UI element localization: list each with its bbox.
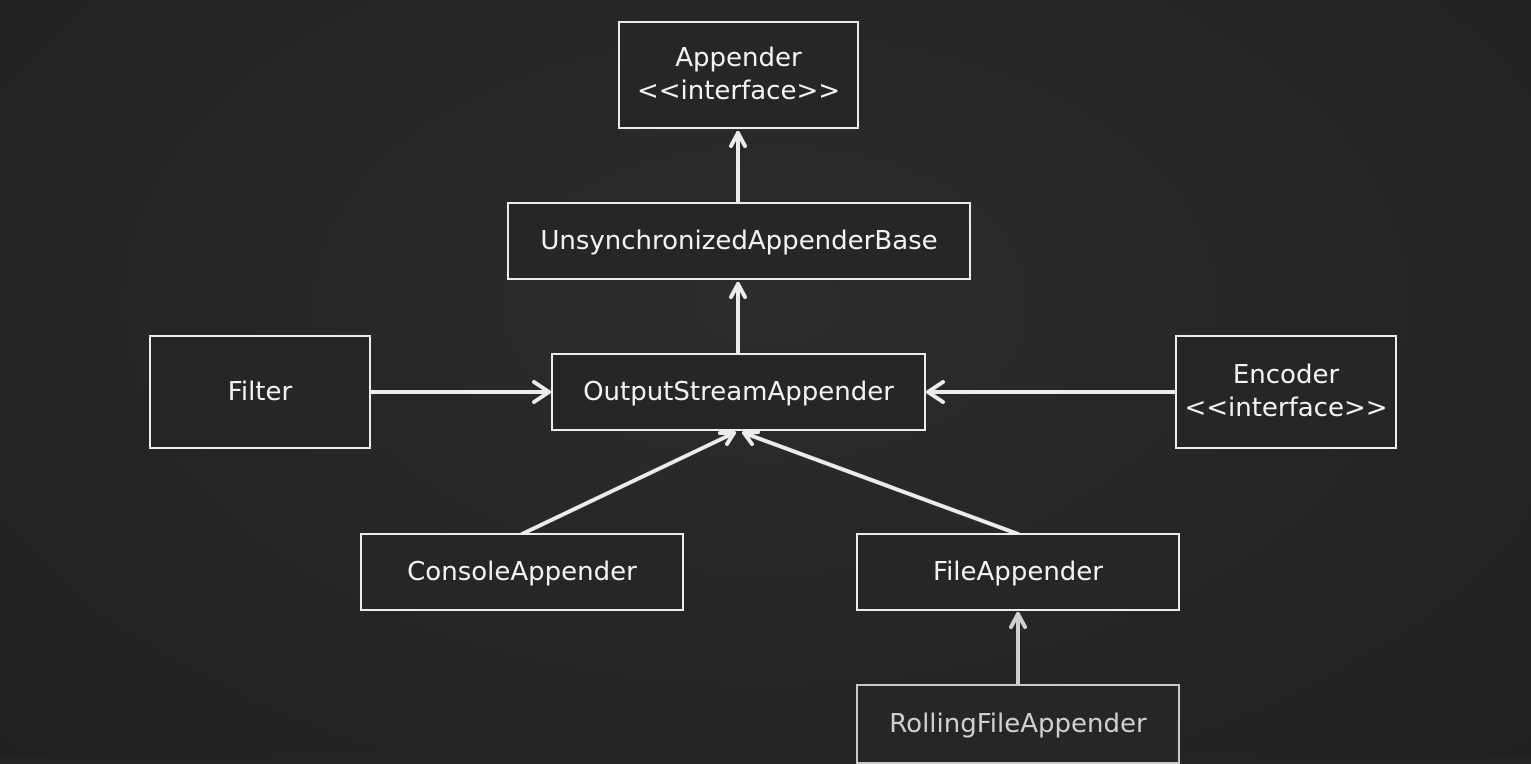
- encoder-name: Encoder: [1232, 360, 1340, 390]
- edge-encoder-to-output-stream: [926, 380, 1178, 404]
- unsynchronized-appender-base-box: UnsynchronizedAppenderBase: [507, 202, 971, 280]
- encoder-stereotype: <<interface>>: [1184, 393, 1388, 423]
- file-appender-name: FileAppender: [933, 556, 1103, 587]
- console-appender-name: ConsoleAppender: [407, 556, 637, 587]
- appender-interface-box: Appender <<interface>>: [618, 21, 859, 129]
- appender-name: Appender: [675, 43, 802, 73]
- edge-file-to-output-stream: [742, 430, 1020, 536]
- edge-console-to-output-stream: [520, 431, 736, 536]
- output-stream-appender-name: OutputStreamAppender: [583, 376, 894, 407]
- edge-rolling-file-to-file: [1009, 612, 1027, 687]
- rolling-file-appender-box: RollingFileAppender: [856, 684, 1180, 764]
- edge-filter-to-output-stream: [368, 380, 551, 404]
- edge-unsync-base-to-appender: [729, 131, 747, 205]
- output-stream-appender-box: OutputStreamAppender: [551, 353, 926, 431]
- unsynchronized-appender-base-name: UnsynchronizedAppenderBase: [540, 225, 938, 256]
- filter-box: Filter: [149, 335, 371, 449]
- appender-stereotype: <<interface>>: [636, 76, 841, 106]
- file-appender-box: FileAppender: [856, 533, 1180, 611]
- console-appender-box: ConsoleAppender: [360, 533, 684, 611]
- edge-output-stream-to-unsync-base: [729, 282, 747, 356]
- rolling-file-appender-name: RollingFileAppender: [889, 708, 1147, 739]
- filter-name: Filter: [227, 376, 293, 407]
- encoder-interface-box: Encoder <<interface>>: [1175, 335, 1397, 449]
